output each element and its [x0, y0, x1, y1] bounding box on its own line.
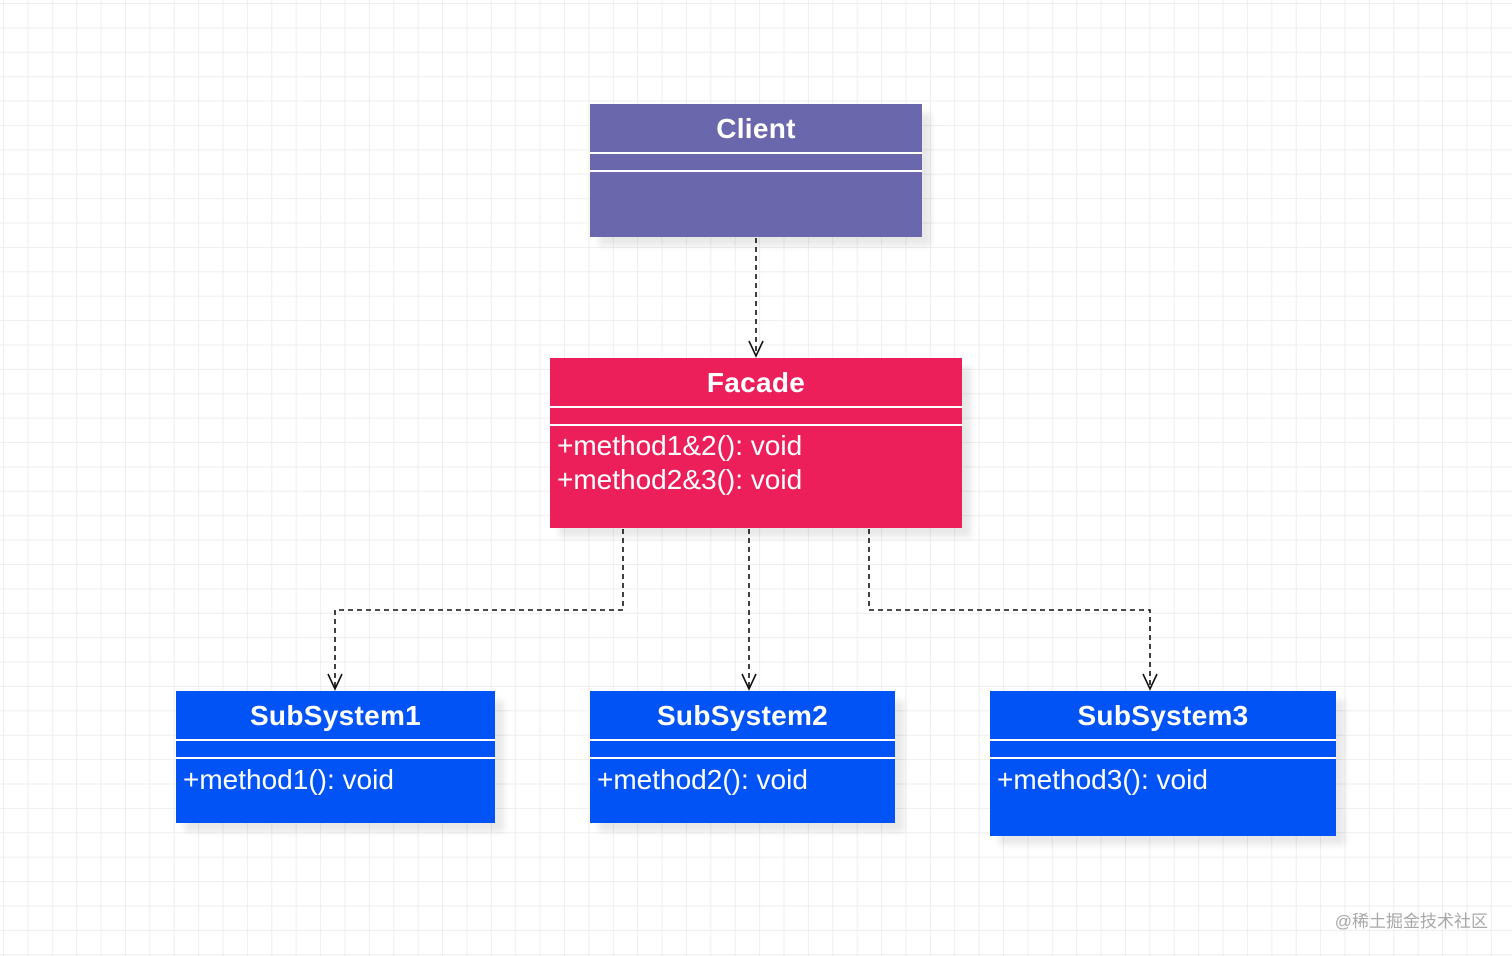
method-item: +method1&2(): void [557, 430, 803, 461]
method-item: +method3(): void [997, 764, 1208, 795]
method-item: +method1(): void [183, 764, 394, 795]
client-class[interactable]: Client [590, 104, 922, 237]
methods-compartment: +method3(): void [990, 760, 1336, 836]
client-to-facade-dependency [748, 238, 764, 358]
subsystem1-class[interactable]: SubSystem1 +method1(): void [176, 691, 495, 823]
attributes-compartment [590, 152, 922, 172]
facade-to-subsystem1-dependency [327, 529, 624, 691]
class-name: SubSystem1 [249, 700, 422, 731]
class-name: SubSystem3 [1077, 700, 1249, 731]
subsystem3-class[interactable]: SubSystem3 +method3(): void [990, 691, 1336, 836]
method-item: +method2(): void [597, 764, 808, 795]
watermark: @稀土掘金技术社区 [1334, 912, 1488, 931]
methods-compartment: +method1&2(): void +method2&3(): void [550, 427, 962, 528]
methods-compartment [590, 173, 922, 237]
attributes-compartment [176, 739, 495, 759]
method-item: +method2&3(): void [557, 464, 803, 495]
attributes-compartment [990, 739, 1336, 759]
attributes-compartment [590, 739, 895, 759]
subsystem2-class[interactable]: SubSystem2 +method2(): void [590, 691, 895, 823]
class-name: Client [716, 113, 796, 144]
facade-to-subsystem3-dependency [868, 529, 1158, 691]
attributes-compartment [550, 406, 962, 426]
methods-compartment: +method2(): void [590, 760, 895, 823]
class-name: Facade [706, 367, 806, 398]
class-name: SubSystem2 [656, 700, 829, 731]
methods-compartment: +method1(): void [176, 760, 495, 823]
facade-to-subsystem2-dependency [741, 529, 757, 691]
facade-class[interactable]: Facade +method1&2(): void +method2&3(): … [550, 358, 962, 528]
